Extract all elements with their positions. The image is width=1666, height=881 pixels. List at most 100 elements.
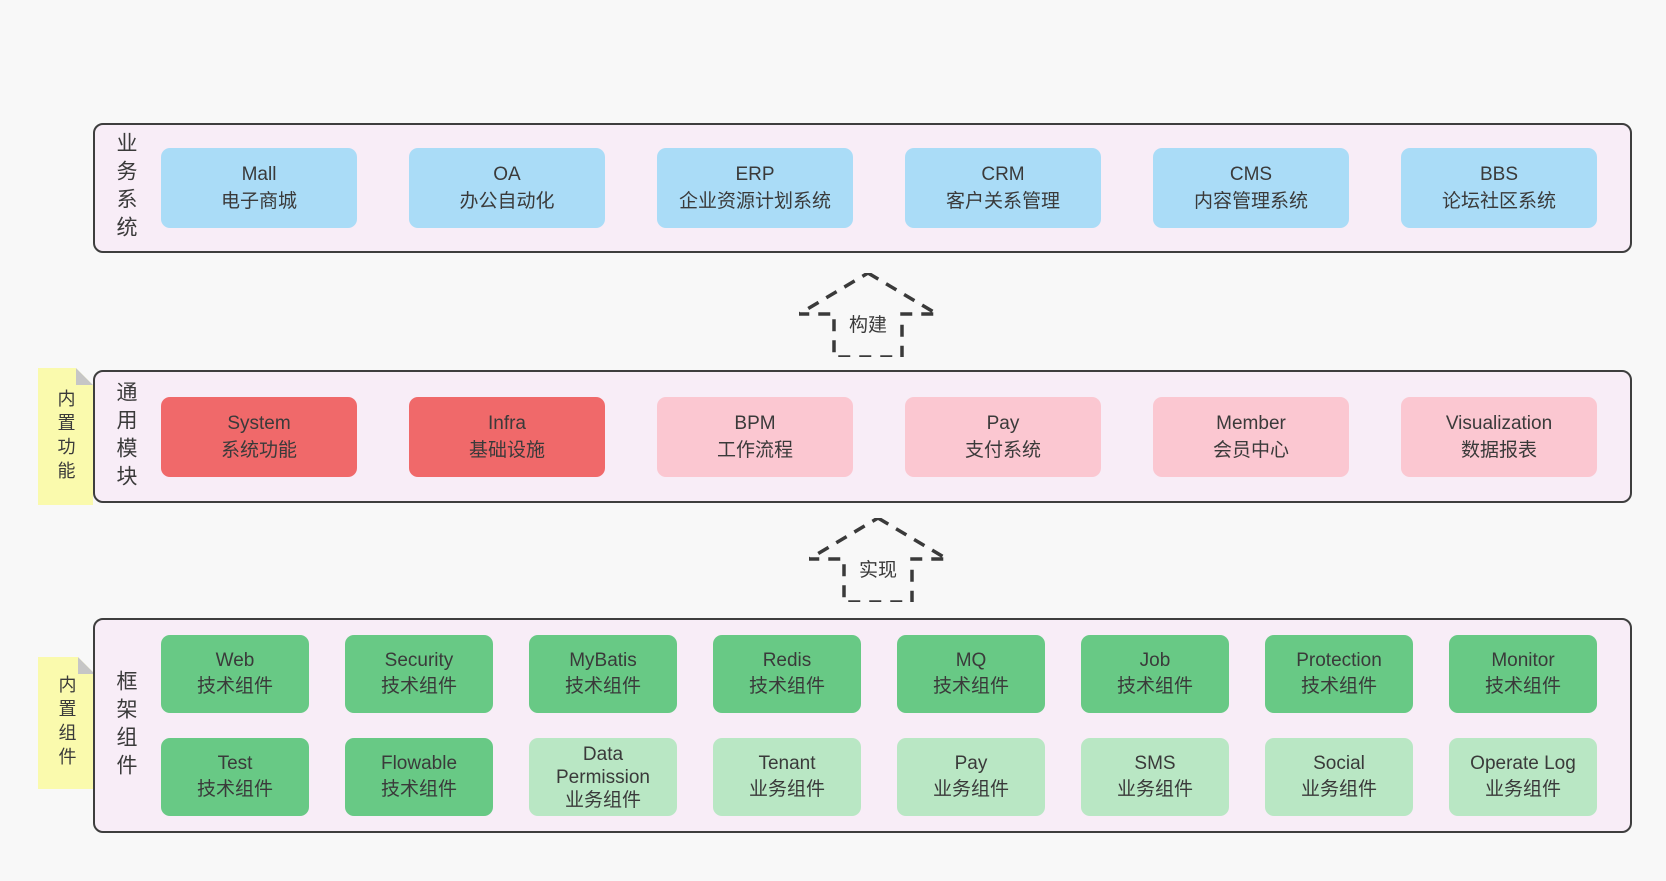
box-title: Operate Log: [1470, 753, 1576, 774]
arrow-implement: 实现: [809, 518, 947, 602]
sticky-built-in-components: 内置组件: [38, 657, 95, 789]
box-subtitle: 业务组件: [1300, 779, 1377, 800]
band-business-systems: 业务系统 Mall 电子商城 OA 办公自动化 ERP 企业资源计划系统 CRM…: [93, 123, 1632, 253]
band-common-modules-boxes: System 系统功能 Infra 基础设施 BPM 工作流程 Pay 支付系统…: [155, 372, 1630, 501]
box-title: Redis: [762, 650, 812, 671]
box-subtitle: 技术组件: [1116, 676, 1193, 697]
box-title: Job: [1139, 650, 1171, 671]
box-title: Web: [215, 650, 255, 671]
box-title: CRM: [981, 164, 1025, 185]
box-title: SMS: [1134, 753, 1176, 774]
box-title: CMS: [1229, 164, 1273, 185]
box-infra: Infra 基础设施: [409, 396, 605, 477]
box-subtitle: 业务组件: [1484, 779, 1561, 800]
box-subtitle: 支付系统: [964, 439, 1041, 461]
box-title: Mall: [241, 164, 277, 185]
band-framework-components: 框架组件 Web 技术组件 Security 技术组件 MyBatis 技术组件…: [93, 618, 1632, 833]
box-subtitle: 论坛社区系统: [1441, 191, 1556, 212]
box-subtitle: 技术组件: [380, 779, 457, 800]
box-title: ERP: [735, 164, 775, 185]
box-subtitle: 基础设施: [468, 439, 545, 461]
box-subtitle: 技术组件: [932, 676, 1009, 697]
dashed-up-arrow-icon: [799, 273, 937, 357]
band-label-text: 框架组件: [114, 669, 137, 782]
sticky-text: 内置功能: [55, 388, 76, 485]
box-operate-log: Operate Log 业务组件: [1449, 738, 1597, 816]
box-mq: MQ 技术组件: [897, 635, 1045, 713]
box-cms: CMS 内容管理系统: [1153, 148, 1349, 228]
box-subtitle: 客户关系管理: [945, 191, 1060, 212]
band-business-systems-label: 业务系统: [95, 125, 155, 251]
box-title: BBS: [1479, 164, 1519, 185]
box-subtitle: 系统功能: [220, 439, 297, 461]
box-sms: SMS 业务组件: [1081, 738, 1229, 816]
box-subtitle: 技术组件: [1300, 676, 1377, 697]
box-bpm: BPM 工作流程: [657, 396, 853, 477]
box-title: MyBatis: [569, 650, 637, 671]
box-title: Visualization: [1445, 412, 1553, 434]
framework-row-2: Test 技术组件 Flowable 技术组件 Data Permission …: [161, 738, 1620, 816]
band-framework-components-boxes: Web 技术组件 Security 技术组件 MyBatis 技术组件 Redi…: [155, 620, 1630, 831]
box-subtitle: 办公自动化: [459, 191, 555, 212]
box-subtitle: 技术组件: [748, 676, 825, 697]
box-subtitle: 技术组件: [196, 676, 273, 697]
box-title: Monitor: [1491, 650, 1555, 671]
box-data-permission: Data Permission 业务组件: [529, 738, 677, 816]
arrow-build: 构建: [799, 273, 937, 357]
box-title: Security: [384, 650, 454, 671]
box-subtitle: 数据报表: [1460, 439, 1537, 461]
box-subtitle: 企业资源计划系统: [678, 191, 831, 212]
box-subtitle: 业务组件: [748, 779, 825, 800]
box-monitor: Monitor 技术组件: [1449, 635, 1597, 713]
band-common-modules: 通用模块 System 系统功能 Infra 基础设施 BPM 工作流程 Pay…: [93, 370, 1632, 503]
box-pay-component: Pay 业务组件: [897, 738, 1045, 816]
box-subtitle: 业务组件: [932, 779, 1009, 800]
box-title: Pay: [954, 753, 988, 774]
box-title: Social: [1313, 753, 1365, 774]
box-job: Job 技术组件: [1081, 635, 1229, 713]
band-label-text: 通用模块: [114, 380, 137, 493]
box-bbs: BBS 论坛社区系统: [1401, 148, 1597, 228]
box-visualization: Visualization 数据报表: [1401, 396, 1597, 477]
box-subtitle: 技术组件: [380, 676, 457, 697]
box-system: System 系统功能: [161, 396, 357, 477]
dashed-up-arrow-icon: [809, 518, 947, 602]
box-redis: Redis 技术组件: [713, 635, 861, 713]
band-common-modules-label: 通用模块: [95, 372, 155, 501]
band-framework-components-label: 框架组件: [95, 620, 155, 831]
box-title: System: [227, 412, 291, 434]
box-subtitle: 技术组件: [1484, 676, 1561, 697]
arrow-build-label: 构建: [845, 309, 891, 338]
box-member: Member 会员中心: [1153, 396, 1349, 477]
box-mybatis: MyBatis 技术组件: [529, 635, 677, 713]
box-security: Security 技术组件: [345, 635, 493, 713]
box-title: OA: [493, 164, 521, 185]
box-subtitle: 技术组件: [196, 779, 273, 800]
box-title: Tenant: [758, 753, 816, 774]
box-title: MQ: [955, 650, 987, 671]
sticky-text: 内置组件: [56, 675, 77, 771]
box-pay-system: Pay 支付系统: [905, 396, 1101, 477]
box-mall: Mall 电子商城: [161, 148, 357, 228]
sticky-built-in-features: 内置功能: [38, 368, 93, 505]
band-label-text: 业务系统: [114, 132, 137, 244]
box-title: Pay: [986, 412, 1020, 434]
box-title: Protection: [1296, 650, 1382, 671]
box-title: Flowable: [380, 753, 458, 774]
box-title: BPM: [734, 412, 776, 434]
box-subtitle: 业务组件: [564, 789, 641, 811]
band-business-systems-boxes: Mall 电子商城 OA 办公自动化 ERP 企业资源计划系统 CRM 客户关系…: [155, 125, 1630, 251]
box-tenant: Tenant 业务组件: [713, 738, 861, 816]
box-subtitle: 技术组件: [564, 676, 641, 697]
box-subtitle: 会员中心: [1212, 439, 1289, 461]
box-subtitle: 电子商城: [220, 191, 297, 212]
box-title: Data Permission: [556, 743, 650, 788]
box-social: Social 业务组件: [1265, 738, 1413, 816]
arrow-implement-label: 实现: [855, 554, 901, 583]
framework-row-1: Web 技术组件 Security 技术组件 MyBatis 技术组件 Redi…: [161, 635, 1620, 713]
box-subtitle: 业务组件: [1116, 779, 1193, 800]
box-erp: ERP 企业资源计划系统: [657, 148, 853, 228]
box-title: Test: [217, 753, 253, 774]
box-subtitle: 内容管理系统: [1193, 191, 1308, 212]
